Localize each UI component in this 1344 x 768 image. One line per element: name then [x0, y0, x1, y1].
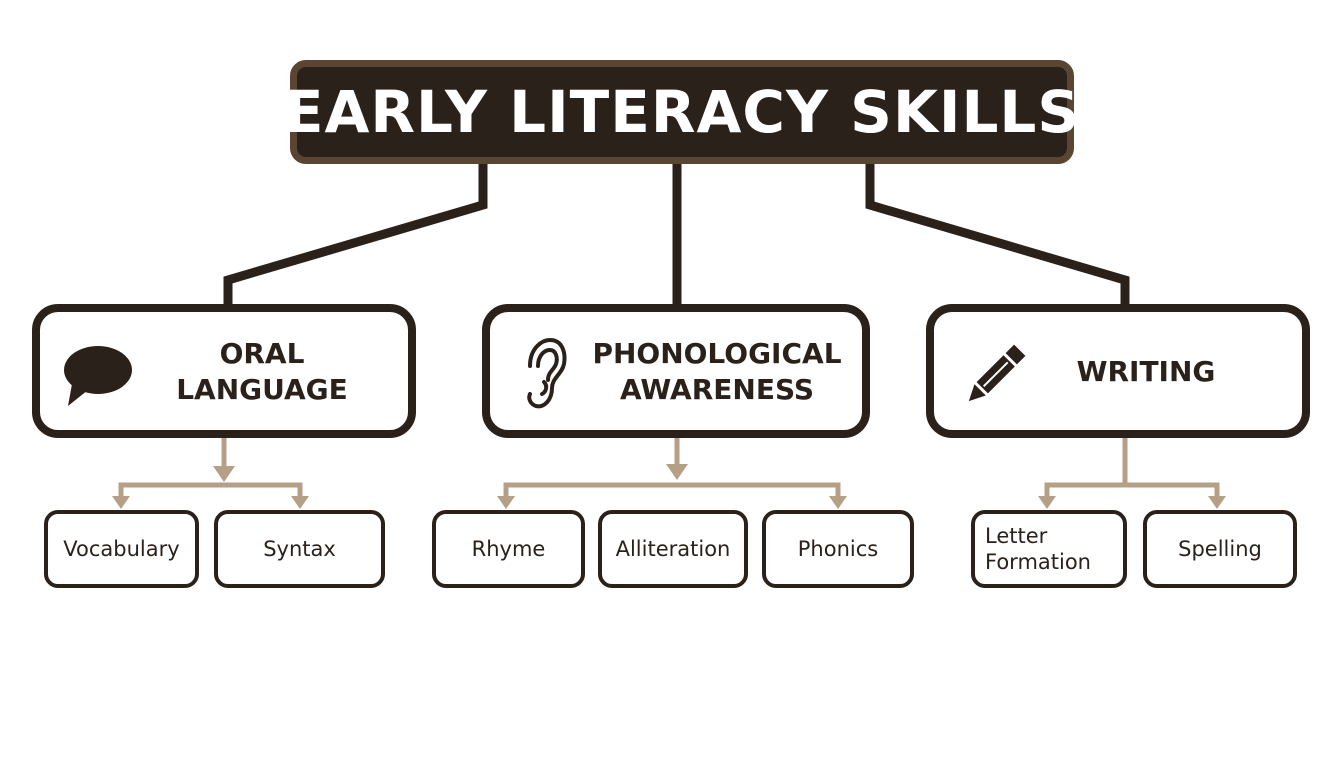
arrowhead-phonics — [829, 496, 847, 509]
connector-title-oral — [223, 164, 488, 306]
speech-bubble-icon — [62, 344, 134, 408]
leaf-vocabulary: Vocabulary — [44, 510, 199, 588]
leaf-syntax: Syntax — [214, 510, 385, 588]
category-writing: WRITING — [926, 304, 1310, 438]
title-box: EARLY LITERACY SKILLS — [284, 60, 1079, 164]
pencil-icon — [960, 340, 1030, 410]
connector-oral-branch — [118, 482, 303, 500]
leaf-alliteration: Alliteration — [598, 510, 748, 588]
diagram-title: EARLY LITERACY SKILLS — [283, 78, 1081, 146]
arrowhead-oral-stem — [213, 466, 235, 482]
connector-title-writing — [865, 164, 1130, 306]
arrowhead-spelling — [1208, 496, 1226, 509]
category-label-phonological-awareness: PHONOLOGICAL AWARENESS — [592, 337, 842, 406]
category-phonological-awareness: PHONOLOGICAL AWARENESS — [482, 304, 870, 438]
leaf-spelling: Spelling — [1143, 510, 1297, 588]
arrowhead-letter-formation — [1038, 496, 1056, 509]
leaf-rhyme: Rhyme — [432, 510, 585, 588]
connector-writing-branch — [1044, 482, 1220, 500]
arrowhead-vocabulary — [112, 496, 130, 509]
category-oral-language: ORAL LANGUAGE — [32, 304, 416, 438]
category-label-oral-language: ORAL LANGUAGE — [176, 337, 348, 406]
arrowhead-syntax — [291, 496, 309, 509]
ear-icon — [522, 336, 568, 412]
leaf-phonics: Phonics — [762, 510, 914, 588]
connector-phon-branch — [503, 482, 841, 500]
leaf-letter-formation: Letter Formation — [971, 510, 1127, 588]
category-label-writing: WRITING — [1076, 355, 1216, 388]
arrowhead-phon-stem — [666, 464, 688, 480]
arrowhead-rhyme — [497, 496, 515, 509]
